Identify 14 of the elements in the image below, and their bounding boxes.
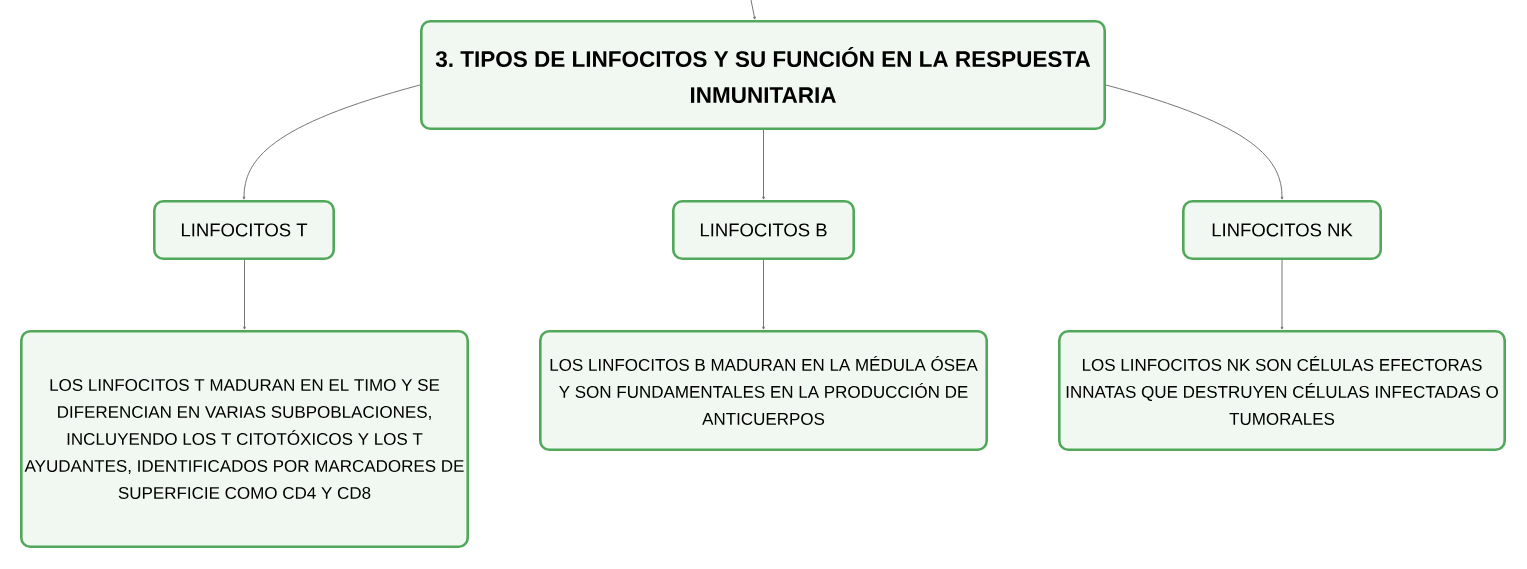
topic-box: 3. TIPOS DE LINFOCITOS Y SU FUNCIÓN EN LA RESPUESTA INMUNITARIA — [420, 20, 1106, 130]
connector-arrow — [1280, 259, 1284, 330]
description-box: LOS LINFOCITOS T MADURAN EN EL TIMO Y SE DIFERENCIAN EN VARIAS SUBPOBLACIONES, INCLUYENDO LOS T CITOTÓXICOS Y LOS T AYUDANTES, IDENTIFICADOS POR MARCADORES DE SUPERFICIE COMO CD4 Y CD8 — [20, 330, 469, 548]
connector-arrow — [750, 0, 756, 20]
description-box: LOS LINFOCITOS NK SON CÉLULAS EFECTORAS INNATAS QUE DESTRUYEN CÉLULAS INFECTADAS O TUMORALES — [1058, 330, 1506, 451]
connector-arrow — [762, 259, 765, 330]
connector-arrow — [1105, 84, 1284, 200]
description-box: LOS LINFOCITOS B MADURAN EN LA MÉDULA ÓSEA Y SON FUNDAMENTALES EN LA PRODUCCIÓN DE ANTICUERPOS — [539, 330, 988, 451]
connector-arrow — [762, 129, 765, 200]
category-box: LINFOCITOS T — [153, 200, 335, 260]
connector-arrow — [242, 84, 421, 200]
category-box: LINFOCITOS B — [672, 200, 855, 260]
category-box: LINFOCITOS NK — [1182, 200, 1382, 260]
connector-arrow — [243, 259, 246, 330]
